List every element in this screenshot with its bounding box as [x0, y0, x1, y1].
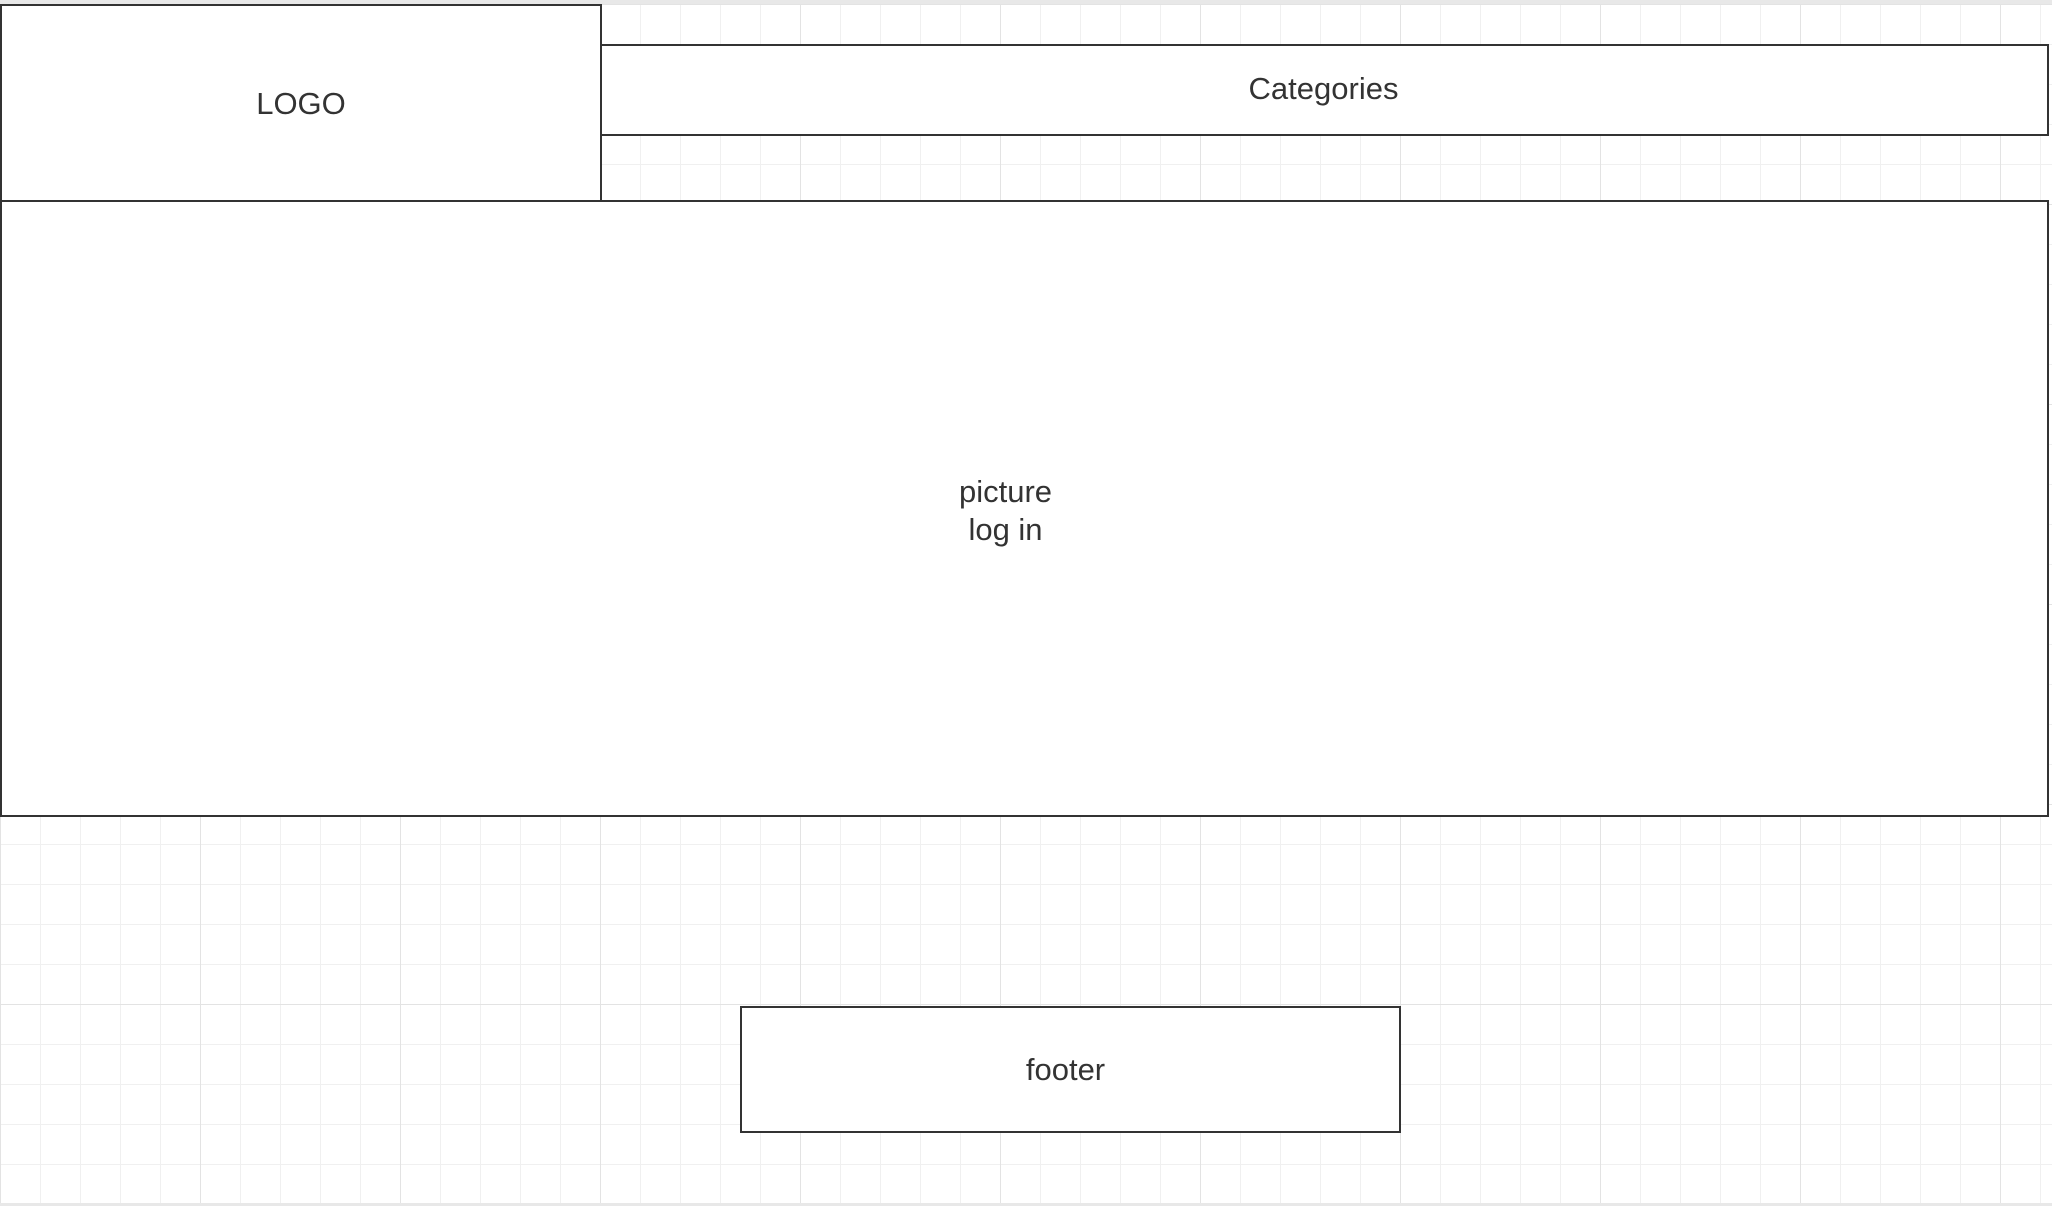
- login-label: log in: [968, 511, 1043, 547]
- footer-block: footer: [740, 1006, 1401, 1133]
- footer-label: footer: [1025, 1051, 1106, 1087]
- logo-label: LOGO: [256, 85, 346, 121]
- main-content-block: picture log in: [0, 200, 2049, 817]
- logo-block: LOGO: [0, 4, 602, 203]
- categories-block: Categories: [600, 44, 2049, 136]
- categories-label: Categories: [1248, 71, 1399, 106]
- picture-label: picture: [958, 473, 1053, 509]
- main-content-text: picture log in: [959, 473, 1052, 549]
